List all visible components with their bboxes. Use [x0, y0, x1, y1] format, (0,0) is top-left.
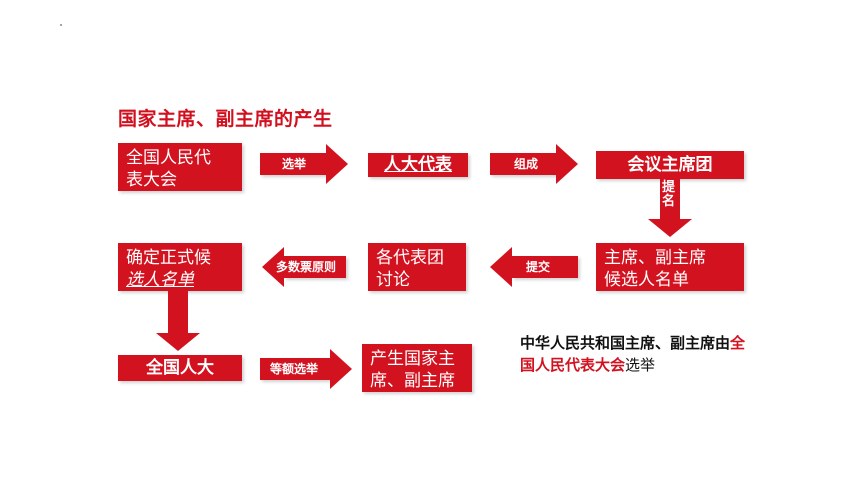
note-part1: 中华人民共和国主席、副主席由: [520, 334, 731, 352]
arrow-equal-election-label: 等额选举: [270, 362, 319, 376]
node-candidates: 主席、副主席 候选人名单: [596, 243, 744, 291]
arrow-right-icon: [556, 144, 578, 184]
node-deputies-label: 人大代表: [384, 155, 452, 175]
node-delegations-line1: 各代表团: [376, 248, 444, 268]
arrow-down-official: [156, 291, 200, 351]
note-highlight: 全国人民代表大会: [520, 334, 746, 374]
node-result-line1: 产生国家主: [370, 349, 455, 369]
node-official-list-line1: 确定正式候: [126, 248, 211, 268]
arrow-down-icon: [648, 219, 692, 237]
arrow-propose: 提名: [648, 179, 692, 237]
page-title: 国家主席、副主席的产生: [118, 108, 333, 130]
arrow-submit: 提交: [490, 247, 578, 287]
node-result-line2: 席、副主席: [370, 371, 455, 391]
node-candidates-line2: 候选人名单: [604, 270, 689, 290]
node-candidates-line1: 主席、副主席: [604, 248, 706, 268]
note-text: 中华人民共和国主席、副主席由全国人民代表大会选举: [520, 332, 750, 376]
arrow-compose-label: 组成: [514, 157, 539, 171]
arrow-right-icon: [326, 144, 348, 184]
note-part2: 选举: [625, 356, 656, 374]
node-deputies: 人大代表: [368, 153, 468, 177]
node-delegations: 各代表团 讨论: [368, 243, 466, 291]
arrow-equal-election: 等额选举: [260, 349, 352, 389]
node-npc-line2: 表大会: [126, 170, 177, 190]
arrow-majority-label: 多数票原则: [276, 260, 337, 274]
arrow-down-icon: [156, 333, 200, 351]
node-npc: 全国人民代 表大会: [118, 143, 242, 191]
node-result: 产生国家主 席、副主席: [362, 344, 472, 392]
node-presidium: 会议主席团: [596, 151, 744, 179]
node-npc-short-label: 全国人大: [146, 358, 214, 378]
decorative-dot: [60, 24, 62, 26]
arrow-majority: 多数票原则: [262, 247, 346, 287]
node-npc-short: 全国人大: [118, 355, 242, 381]
arrow-left-icon: [262, 247, 284, 287]
arrow-propose-label: 提名: [662, 180, 676, 209]
node-delegations-line2: 讨论: [376, 270, 410, 290]
arrow-elect: 选举: [260, 144, 348, 184]
arrow-right-icon: [330, 349, 352, 389]
node-presidium-label: 会议主席团: [627, 155, 713, 175]
arrow-left-icon: [490, 247, 512, 287]
node-official-list-line2: 选人名单: [126, 270, 194, 290]
node-official-list: 确定正式候 选人名单: [118, 243, 242, 291]
arrow-compose: 组成: [490, 144, 578, 184]
arrow-submit-label: 提交: [526, 260, 551, 274]
node-npc-line1: 全国人民代: [126, 148, 211, 168]
arrow-elect-label: 选举: [282, 157, 307, 171]
